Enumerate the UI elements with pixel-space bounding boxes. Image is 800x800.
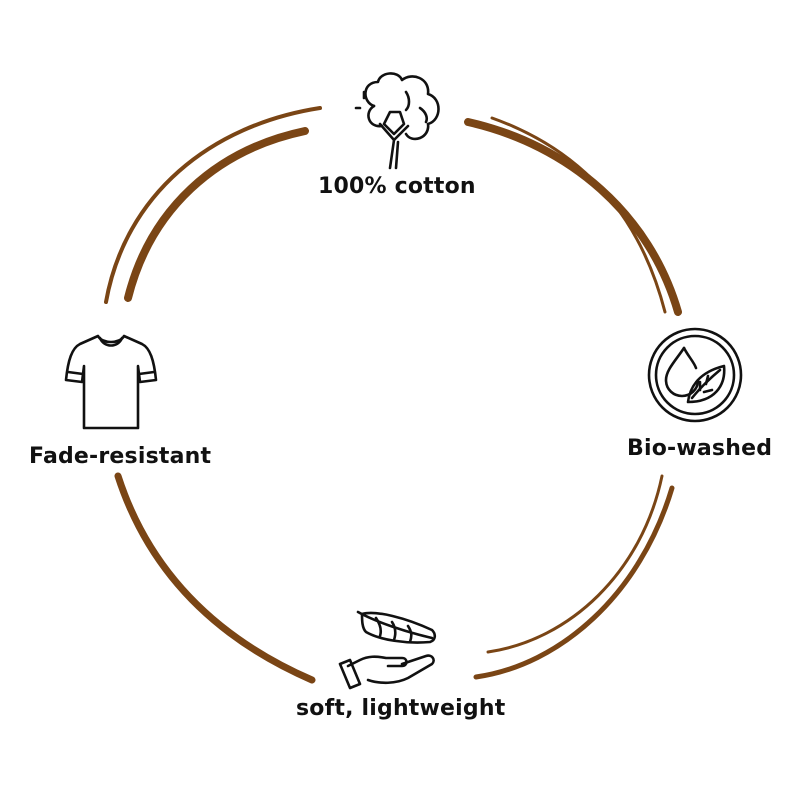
- feather-hand-icon: [338, 610, 437, 690]
- ring-arc-top-left-inner: [124, 127, 309, 302]
- ring-arc-bottom-right-inner: [473, 485, 675, 680]
- tshirt-icon: [64, 334, 158, 430]
- brush-ring: [104, 106, 682, 684]
- ring-arc-top-right: [464, 118, 682, 316]
- ring-arc-bottom-right: [486, 474, 664, 654]
- feature-label-fade-resistant: Fade-resistant: [29, 444, 212, 469]
- ring-arc-top-left: [104, 106, 322, 304]
- feature-label-cotton: 100% cotton: [318, 174, 476, 199]
- ring-arc-bottom-left: [114, 472, 316, 684]
- feature-label-soft-lightweight: soft, lightweight: [296, 696, 506, 721]
- water-drop-leaf-icon: [647, 327, 743, 423]
- ring-arc-top-right-outer: [490, 116, 667, 314]
- feature-label-bio-washed: Bio-washed: [627, 436, 773, 461]
- cotton-flower-icon: [354, 72, 440, 170]
